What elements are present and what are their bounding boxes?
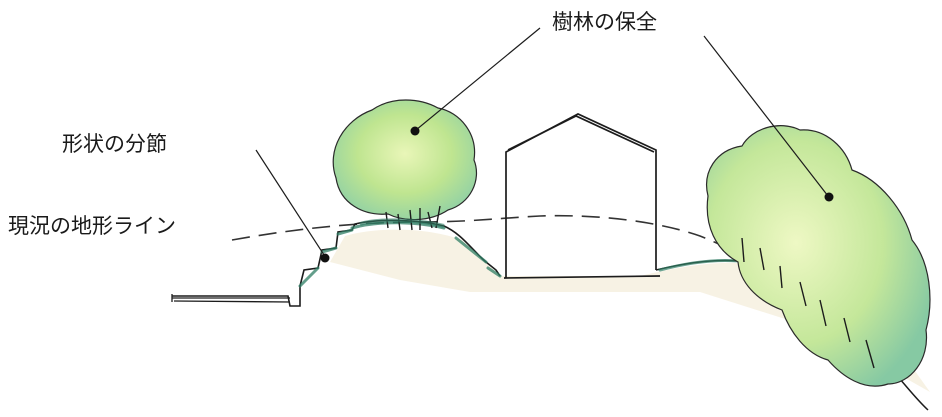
leader-forest-right — [703, 35, 829, 197]
label-existing-terrain-line: 現況の地形ライン — [8, 214, 176, 238]
right-tree-group — [706, 125, 931, 387]
existing-terrain-dashed-line — [231, 214, 751, 259]
leader-forest-left — [415, 27, 541, 131]
left-tree — [332, 99, 478, 231]
left-platform — [171, 294, 291, 303]
leader-slope — [255, 149, 327, 259]
label-forest-conservation: 樹林の保全 — [552, 10, 657, 34]
leader-lines — [255, 27, 829, 259]
dot-left-tree — [410, 126, 420, 136]
dot-slope — [320, 253, 330, 263]
dot-right-tree — [824, 192, 834, 202]
leader-dots — [320, 126, 834, 263]
house — [503, 113, 661, 279]
label-slope-division: 形状の分節 — [62, 132, 167, 156]
